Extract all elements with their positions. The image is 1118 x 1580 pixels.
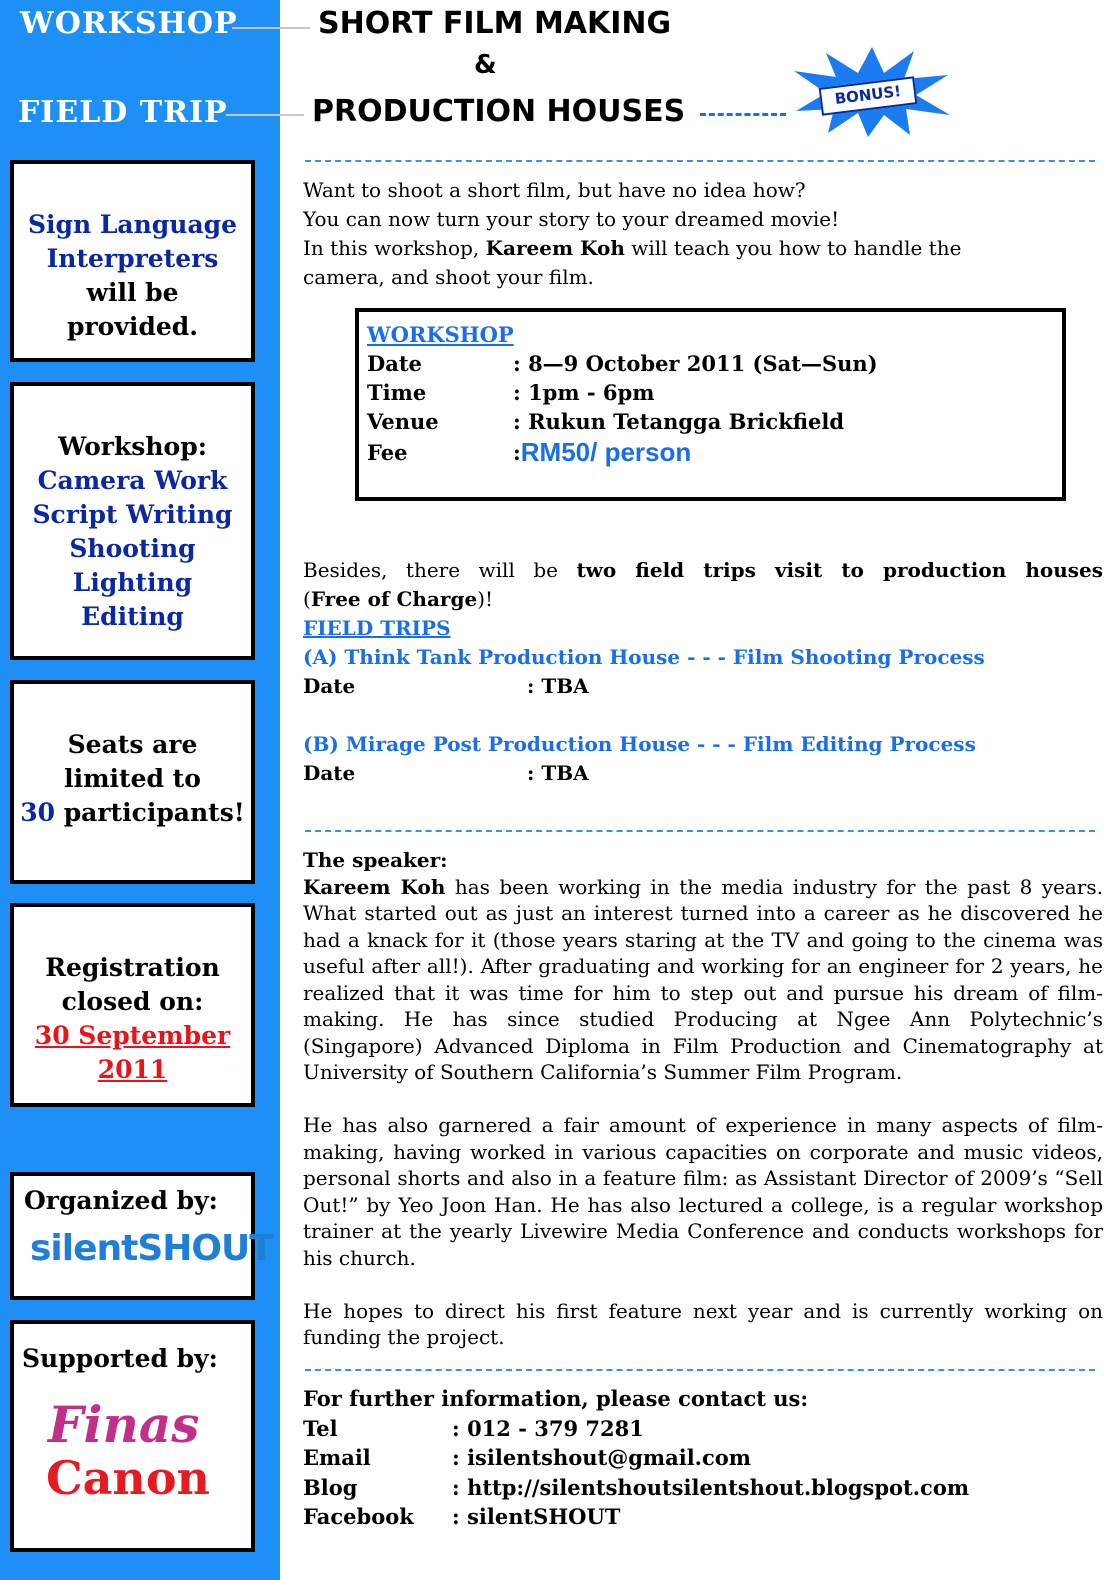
- supported-box: Supported by: Finas Canon: [10, 1320, 255, 1552]
- contact-section: For further information, please contact …: [303, 1384, 969, 1532]
- trip-b: (B) Mirage Post Production House - - - F…: [303, 732, 976, 756]
- interpreter-box: Sign Language Interpreters will be provi…: [10, 160, 255, 362]
- speaker-section: The speaker: Kareem Koh has been working…: [303, 848, 1103, 1349]
- finas-logo: Finas: [48, 1395, 200, 1454]
- canon-logo: Canon: [46, 1451, 210, 1505]
- email-link[interactable]: : isilentshout@gmail.com: [452, 1445, 752, 1470]
- workshop-connector: [232, 27, 310, 29]
- facebook-link[interactable]: : silentSHOUT: [452, 1504, 621, 1529]
- organized-box: Organized by: silentSHOUT: [10, 1172, 274, 1300]
- title-line2: PRODUCTION HOUSES: [312, 94, 686, 129]
- workshop-label: WORKSHOP: [20, 6, 238, 41]
- workshop-details-box: WORKSHOP Date: 8—9 October 2011 (Sat—Sun…: [355, 308, 1066, 501]
- title-line1: SHORT FILM MAKING: [318, 6, 672, 41]
- blog-link[interactable]: : http://silentshoutsilentshout.blogspot…: [452, 1474, 970, 1500]
- fieldtrips-section: Besides, there will be two field trips v…: [303, 558, 1103, 785]
- intro-text: Want to shoot a short film, but have no …: [303, 178, 962, 289]
- title-dash: [700, 113, 786, 116]
- fieldtrip-label: FIELD TRIP: [18, 95, 228, 130]
- divider-bottom: [305, 1369, 1095, 1371]
- organized-label: Organized by:: [24, 1186, 218, 1215]
- registration-box: Registration closed on: 30 September 201…: [10, 903, 255, 1107]
- fee-value: RM50/ person: [520, 437, 692, 467]
- trip-a: (A) Think Tank Production House - - - Fi…: [303, 645, 985, 669]
- fieldtrip-connector: [226, 114, 304, 116]
- supported-label: Supported by:: [22, 1344, 218, 1373]
- fieldtrips-title: FIELD TRIPS: [303, 616, 451, 640]
- title-amp: &: [474, 50, 497, 80]
- workshop-title: WORKSHOP: [367, 322, 514, 347]
- seats-box: Seats are limited to 30 participants!: [10, 680, 255, 884]
- divider-top: [305, 160, 1095, 162]
- divider-middle: [305, 830, 1095, 832]
- silentshout-logo: silentSHOUT: [30, 1228, 274, 1269]
- workshop-topics-box: Workshop: Camera Work Script Writing Sho…: [10, 382, 255, 660]
